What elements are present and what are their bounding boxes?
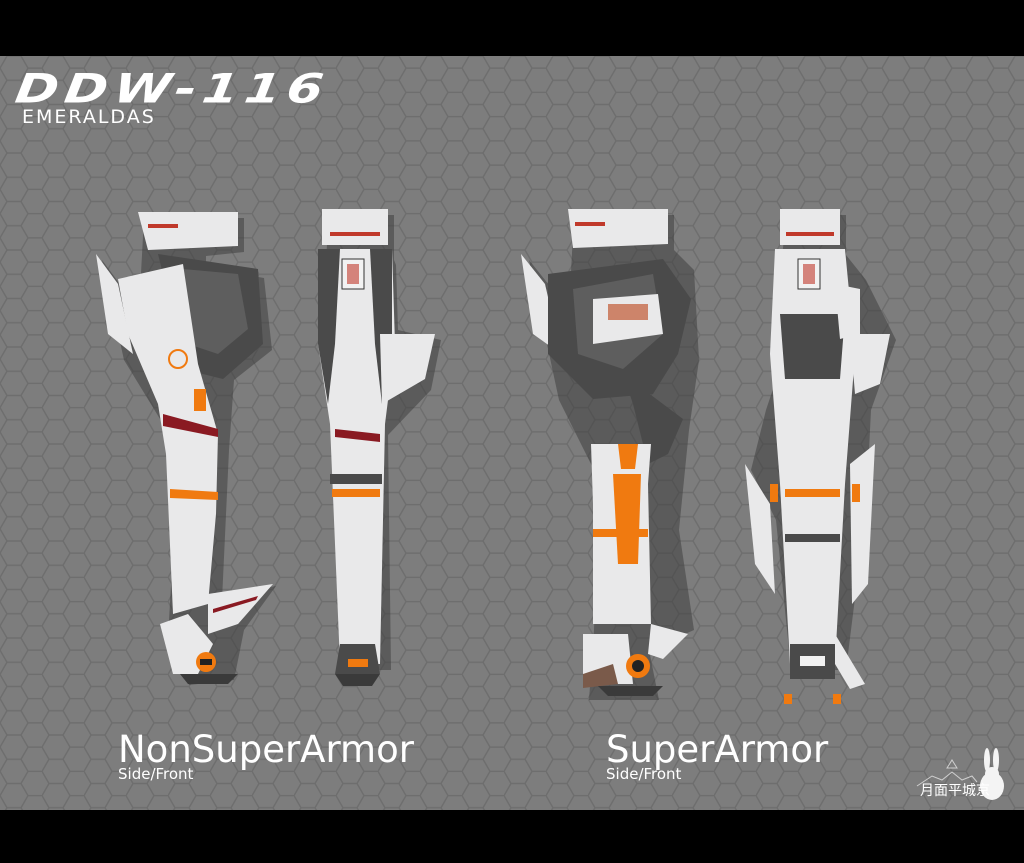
caption-nonsuperarmor-sublabel: Side/Front — [118, 765, 194, 783]
caption-superarmor-sublabel: Side/Front — [606, 765, 682, 783]
page-subtitle: EMERALDAS — [22, 106, 156, 128]
caption-nonsuperarmor-label: NonSuperArmor — [118, 728, 414, 771]
caption-superarmor-label: SuperArmor — [606, 728, 829, 771]
caption-nonsuperarmor: NonSuperArmor Side/Front — [118, 728, 414, 783]
signature-logo-rabbit-icon — [916, 748, 1004, 800]
signature-text: 月面平城京 — [920, 783, 990, 799]
mech-nonsuperarmor-side-view — [96, 212, 276, 685]
caption-superarmor: SuperArmor Side/Front — [606, 728, 829, 783]
mech-superarmor-side-view — [521, 209, 699, 700]
letterbox-top — [0, 0, 1024, 56]
letterbox-bottom — [0, 810, 1024, 863]
artwork-canvas: DDW-116 EMERALDAS — [0, 56, 1024, 810]
page-title: DDW-116 — [12, 65, 333, 113]
mech-nonsuperarmor-front-view — [318, 209, 441, 686]
mech-superarmor-front-view — [745, 209, 896, 704]
